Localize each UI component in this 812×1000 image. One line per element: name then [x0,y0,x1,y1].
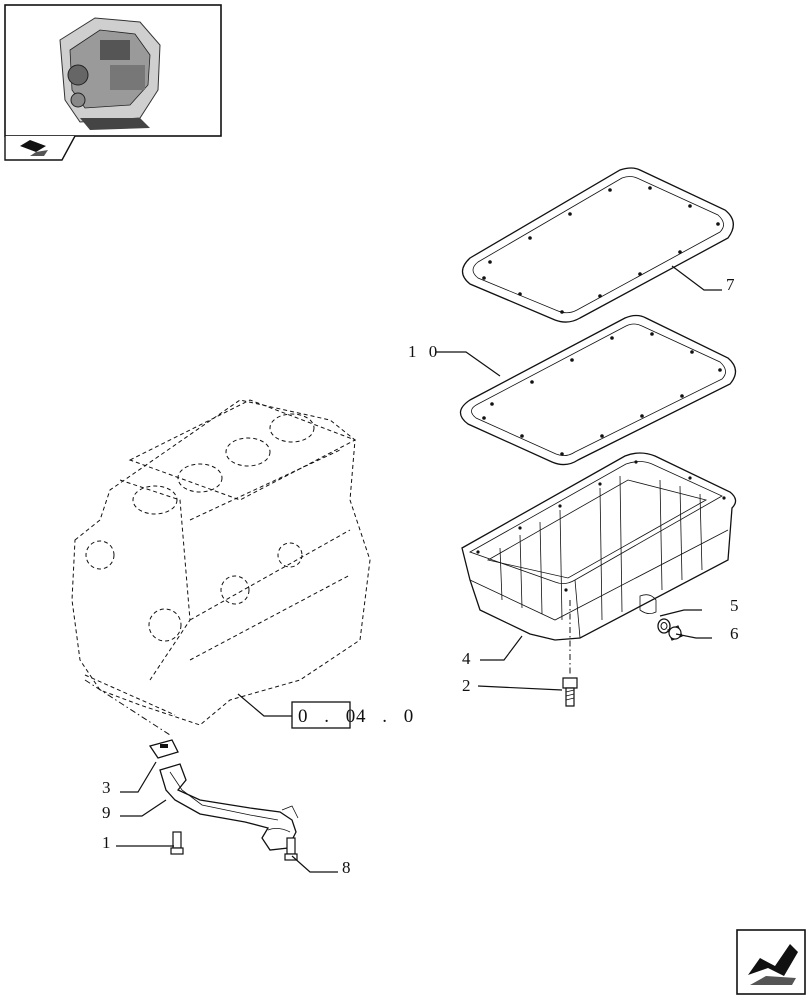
screw-1 [170,831,184,855]
drain-plug-6 [667,625,683,641]
bracket-3 [148,739,179,759]
callout-9: 9 [102,803,111,822]
screw-2 [562,600,578,707]
next-page-arrow-icon[interactable] [736,929,806,995]
callout-10: 1 0 [408,342,441,361]
washer-5 [657,618,671,634]
callout-3: 3 [102,778,111,797]
section-reference-boxed: 0 . 0 [298,706,361,727]
callout-4: 4 [462,649,471,668]
callout-5: 5 [730,596,739,615]
callout-1: 1 [102,833,111,852]
callout-2: 2 [462,676,471,695]
book-arrow-icon [20,140,48,156]
gasket-7 [461,167,734,323]
callout-8: 8 [342,858,351,877]
section-reference[interactable]: 0 . 0 4 . 0 [291,701,419,729]
engine-thumbnail-icon [59,17,161,130]
section-reference-suffix: 4 . 0 [356,706,419,727]
leader-lines [116,265,722,873]
engine-thumbnail[interactable] [4,4,222,161]
screw-8 [284,837,298,861]
oil-sump-4 [461,452,737,641]
gasket-10 [459,314,737,466]
callout-6: 6 [730,624,739,643]
callout-7: 7 [726,275,735,294]
engine-block-reference [71,399,371,726]
